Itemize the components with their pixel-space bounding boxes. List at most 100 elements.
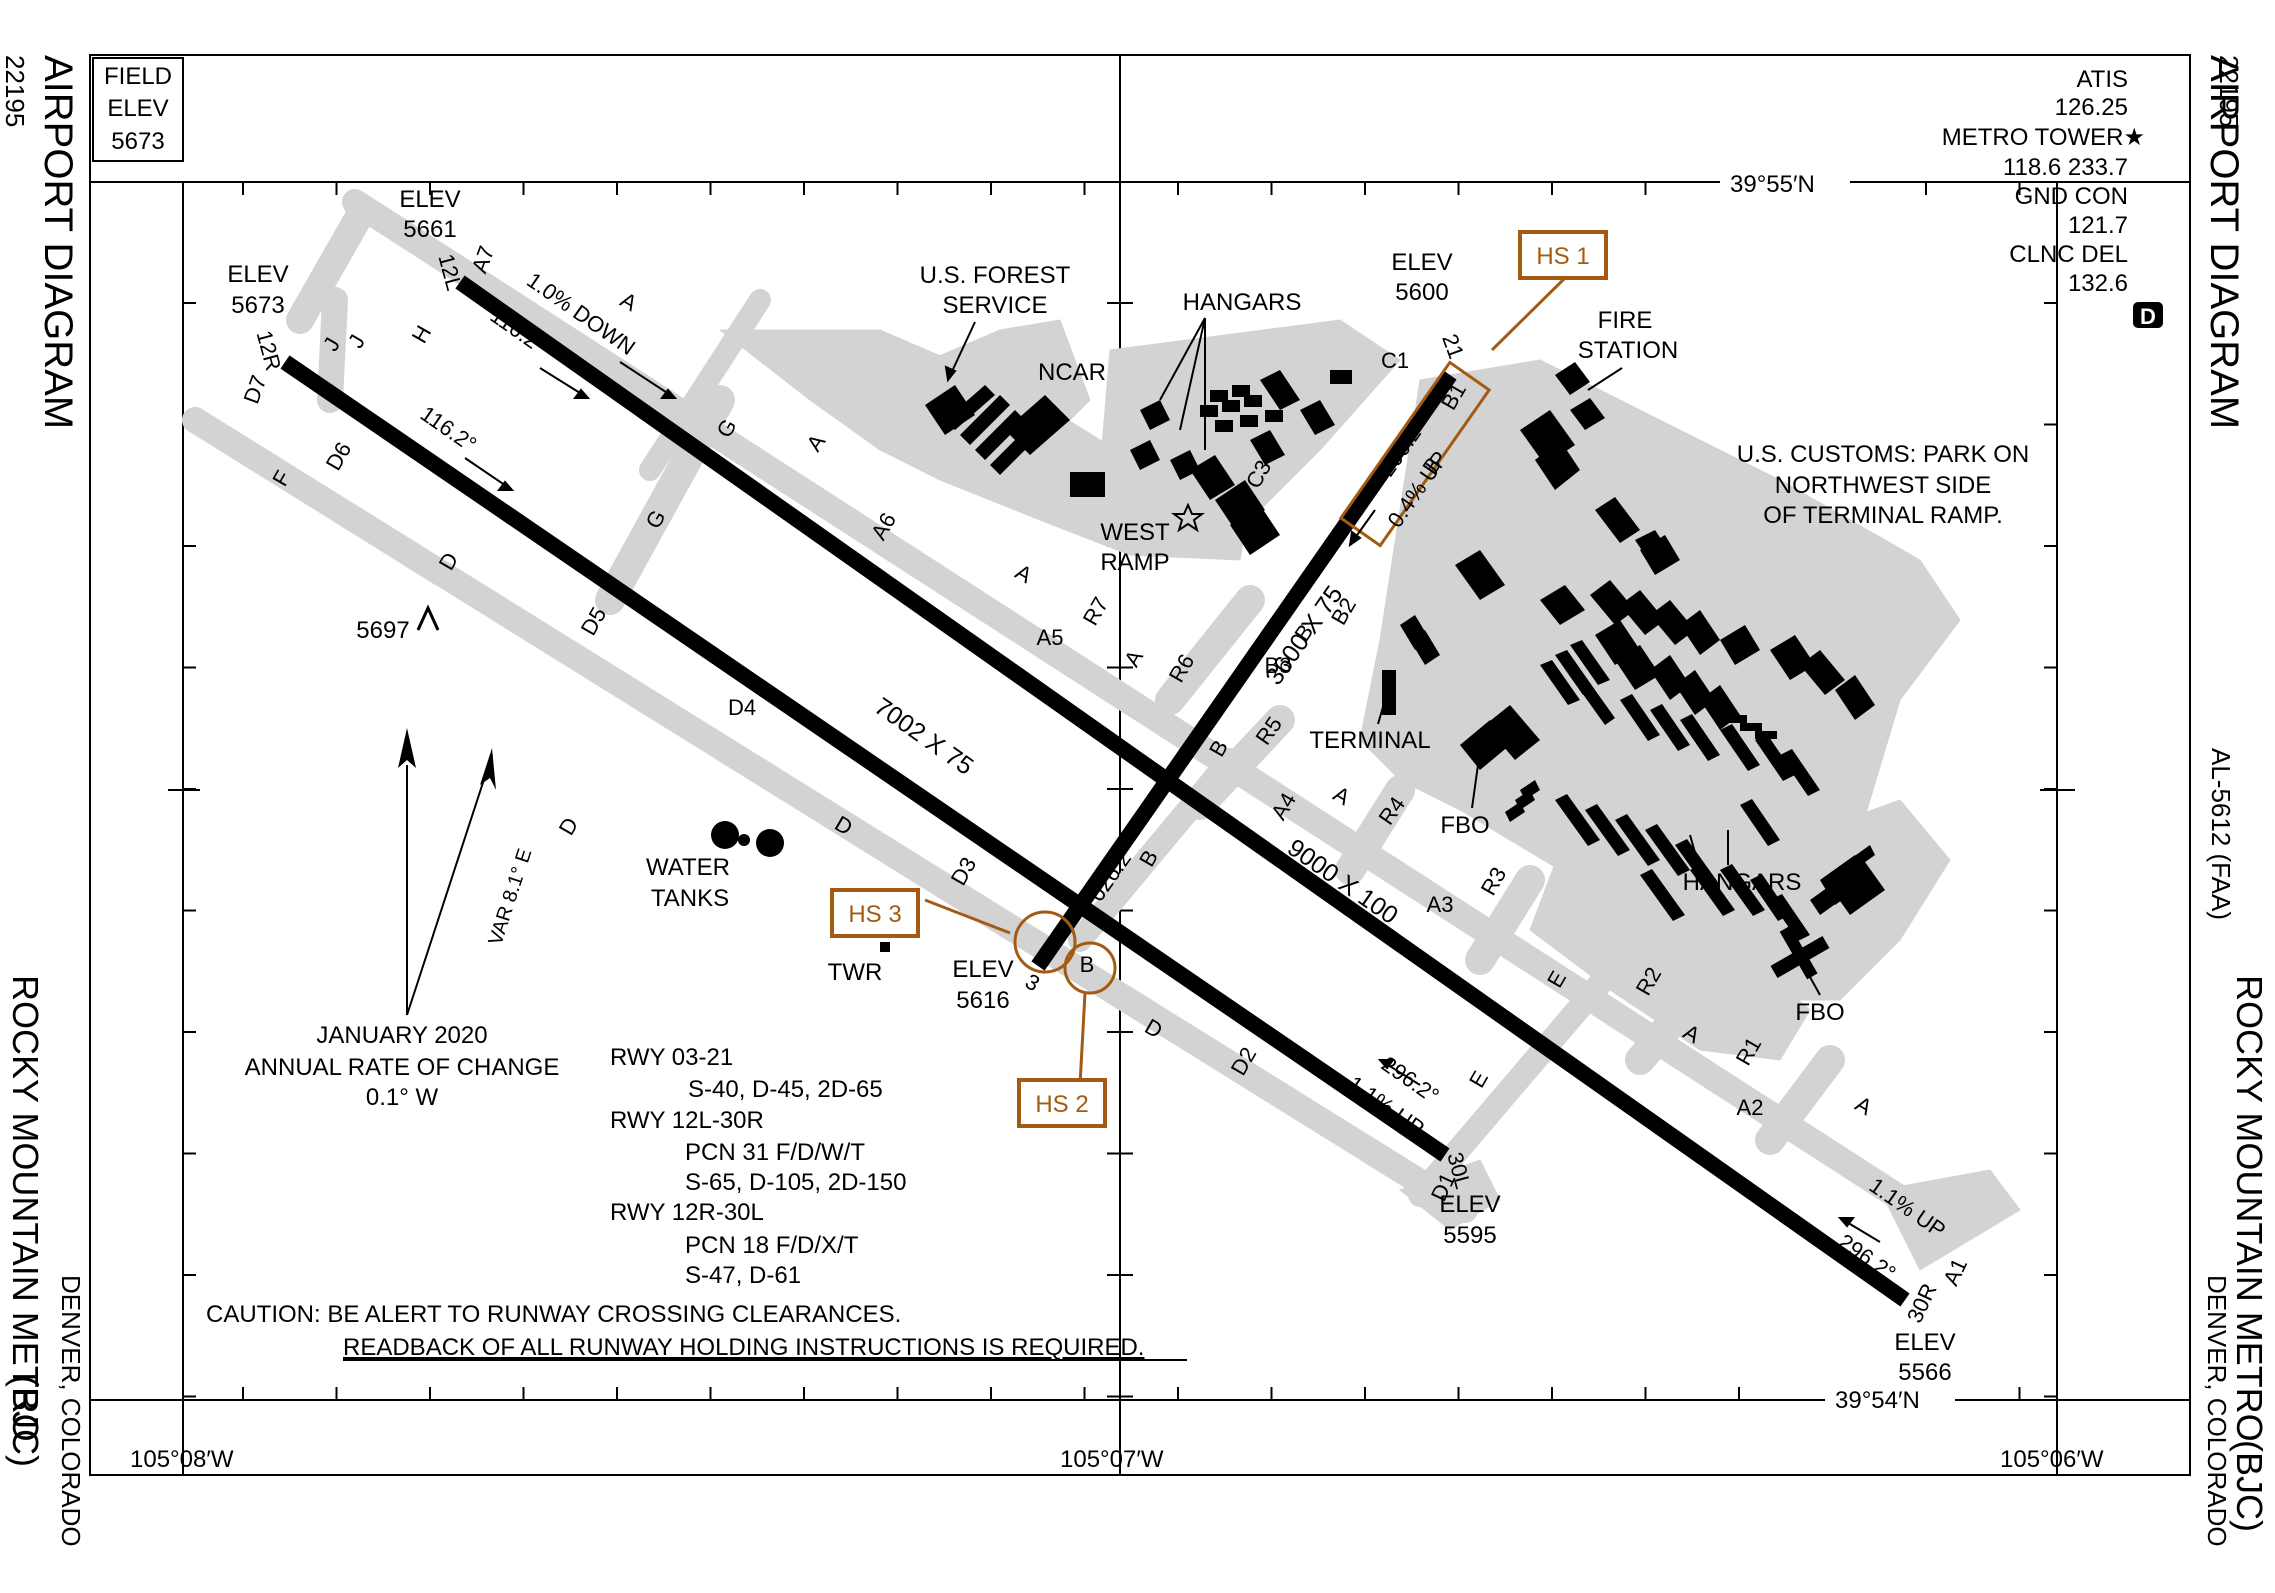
runway-strengths: RWY 03-21 S-40, D-45, 2D-65 RWY 12L-30R …: [610, 1044, 906, 1289]
rwy-12r-end: 12R: [252, 328, 287, 373]
fire-label-2: STATION: [1578, 337, 1678, 364]
direction-arrows: [464, 361, 1881, 1243]
rwy-21-end: 21: [1437, 330, 1469, 362]
hangars-bottom-label: HANGARS: [1683, 869, 1802, 896]
magvar-line3: 0.1° W: [366, 1084, 439, 1111]
tiedown-star-icon: [1171, 502, 1205, 533]
hs2-label: HS 2: [1035, 1091, 1088, 1118]
hs3-circle: [1013, 910, 1077, 974]
taxiway-label: D4: [728, 695, 756, 720]
runways: [280, 275, 1910, 1307]
forest-label-2: SERVICE: [943, 292, 1048, 319]
lon-right: 105°06′W: [2000, 1446, 2104, 1473]
elev-5600-label: ELEV: [1391, 249, 1452, 276]
freq-atis-value: 126.25: [2055, 94, 2128, 121]
taxiway-label: D7: [238, 372, 271, 407]
fbo-label-a: FBO: [1440, 812, 1489, 839]
taxiway-label: C1: [1381, 348, 1409, 373]
strength-6: PCN 18 F/D/X/T: [685, 1232, 859, 1259]
strength-0: RWY 03-21: [610, 1044, 733, 1071]
hs1-box: [1518, 230, 1608, 280]
freq-gnd-value: 121.7: [2068, 212, 2128, 239]
caution-notes: CAUTION: BE ALERT TO RUNWAY CROSSING CLE…: [206, 1301, 1187, 1361]
taxiway-label: R7: [1078, 593, 1114, 630]
freq-gnd: GND CON: [2015, 183, 2128, 210]
hs2-circle: [1063, 941, 1117, 995]
taxiway-label: A: [1329, 781, 1354, 810]
freq-atis: ATIS: [2076, 66, 2128, 93]
magvar-line2: ANNUAL RATE OF CHANGE: [245, 1054, 560, 1081]
leader-lines: [944, 317, 1821, 996]
water-label-1: WATER: [646, 854, 730, 881]
elev-5600-value: 5600: [1395, 279, 1448, 306]
elev-5673-label: ELEV: [227, 261, 288, 288]
customs-label-2: NORTHWEST SIDE: [1775, 472, 1991, 499]
pavement: [182, 189, 2021, 1271]
d-badge: D: [2140, 304, 2156, 329]
map-frame: [89, 181, 2191, 1401]
var-label: VAR 8.1° E: [485, 846, 537, 948]
elev-5616-value: 5616: [956, 987, 1009, 1014]
taxiway-label: A: [1011, 559, 1036, 588]
taxiway-label: E: [1464, 1067, 1493, 1092]
rwy-30r-end: 30R: [1902, 1280, 1942, 1327]
field-elev-value: 5673: [111, 128, 164, 155]
twr-label: TWR: [828, 959, 883, 986]
customs-label-1: U.S. CUSTOMS: PARK ON: [1737, 441, 2030, 468]
rwy-3-end: 3: [1021, 969, 1044, 997]
frequency-box: ATIS 126.25 METRO TOWER★ 118.6 233.7 GND…: [1942, 66, 2145, 297]
strength-1: S-40, D-45, 2D-65: [688, 1076, 883, 1103]
forest-label-1: U.S. FOREST: [920, 262, 1071, 289]
taxiway-label: A5: [1037, 625, 1064, 650]
lat-top: 39°55′N: [1730, 171, 1815, 198]
taxiway-label: D: [554, 813, 584, 839]
field-elev-line2: ELEV: [107, 95, 168, 122]
strength-5: RWY 12R-30L: [610, 1199, 764, 1226]
hs3-label: HS 3: [848, 901, 901, 928]
elev-5595-value: 5595: [1443, 1222, 1496, 1249]
taxiway-label: A: [801, 429, 830, 456]
freq-clnc-value: 132.6: [2068, 270, 2128, 297]
taxiway-label: D6: [321, 438, 357, 475]
freq-tower: METRO TOWER★: [1942, 124, 2145, 151]
water-label-2: TANKS: [651, 885, 729, 912]
hangars-top-label: HANGARS: [1183, 289, 1302, 316]
caution-line2: READBACK OF ALL RUNWAY HOLDING INSTRUCTI…: [343, 1334, 1144, 1361]
elev-5661-label: ELEV: [399, 186, 460, 213]
elev-5661-value: 5661: [403, 216, 456, 243]
taxiway-label: J: [343, 330, 370, 352]
tick-marks: [183, 182, 2057, 1400]
elev-5566-value: 5566: [1898, 1359, 1951, 1386]
strength-4: S-65, D-105, 2D-150: [685, 1169, 906, 1196]
field-elev-line1: FIELD: [104, 63, 172, 90]
buildings: [711, 362, 1885, 980]
taxiway-label: B: [1080, 952, 1095, 977]
taxiway-label: B3: [1265, 653, 1292, 678]
taxiway-label: A2: [1737, 1095, 1764, 1120]
west-ramp-label-1: WEST: [1100, 519, 1170, 546]
fbo-label-b: FBO: [1795, 999, 1844, 1026]
feature-labels: U.S. FOREST SERVICE NCAR HANGARS FIRE ST…: [646, 262, 2029, 1026]
elev-5595-label: ELEV: [1439, 1191, 1500, 1218]
elev-5673-value: 5673: [231, 292, 284, 319]
fire-label-1: FIRE: [1598, 307, 1653, 334]
taxiway-label: A1: [1938, 1254, 1972, 1289]
d-badge-box: [2133, 302, 2163, 328]
hs1-label: HS 1: [1536, 243, 1589, 270]
taxiway-label: A3: [1427, 892, 1454, 917]
lon-mid: 105°07′W: [1060, 1446, 1164, 1473]
runway-12r-30l: [280, 355, 1450, 1162]
caution-line1: CAUTION: BE ALERT TO RUNWAY CROSSING CLE…: [206, 1301, 901, 1328]
lat-bottom: 39°54′N: [1835, 1387, 1920, 1414]
strength-2: RWY 12L-30R: [610, 1107, 764, 1134]
freq-clnc: CLNC DEL: [2009, 241, 2128, 268]
mag-north-arrow: [480, 748, 496, 790]
hs2-box: [1017, 1078, 1107, 1128]
taxiway-label: A: [616, 287, 641, 316]
obstacle-elev: 5697: [356, 617, 409, 644]
freq-tower-value: 118.6 233.7: [2003, 154, 2128, 181]
taxiway-label: H: [407, 321, 437, 347]
magvar-line1: JANUARY 2020: [316, 1022, 487, 1049]
ncar-label: NCAR: [1038, 359, 1106, 386]
elev-5616-label: ELEV: [952, 956, 1013, 983]
